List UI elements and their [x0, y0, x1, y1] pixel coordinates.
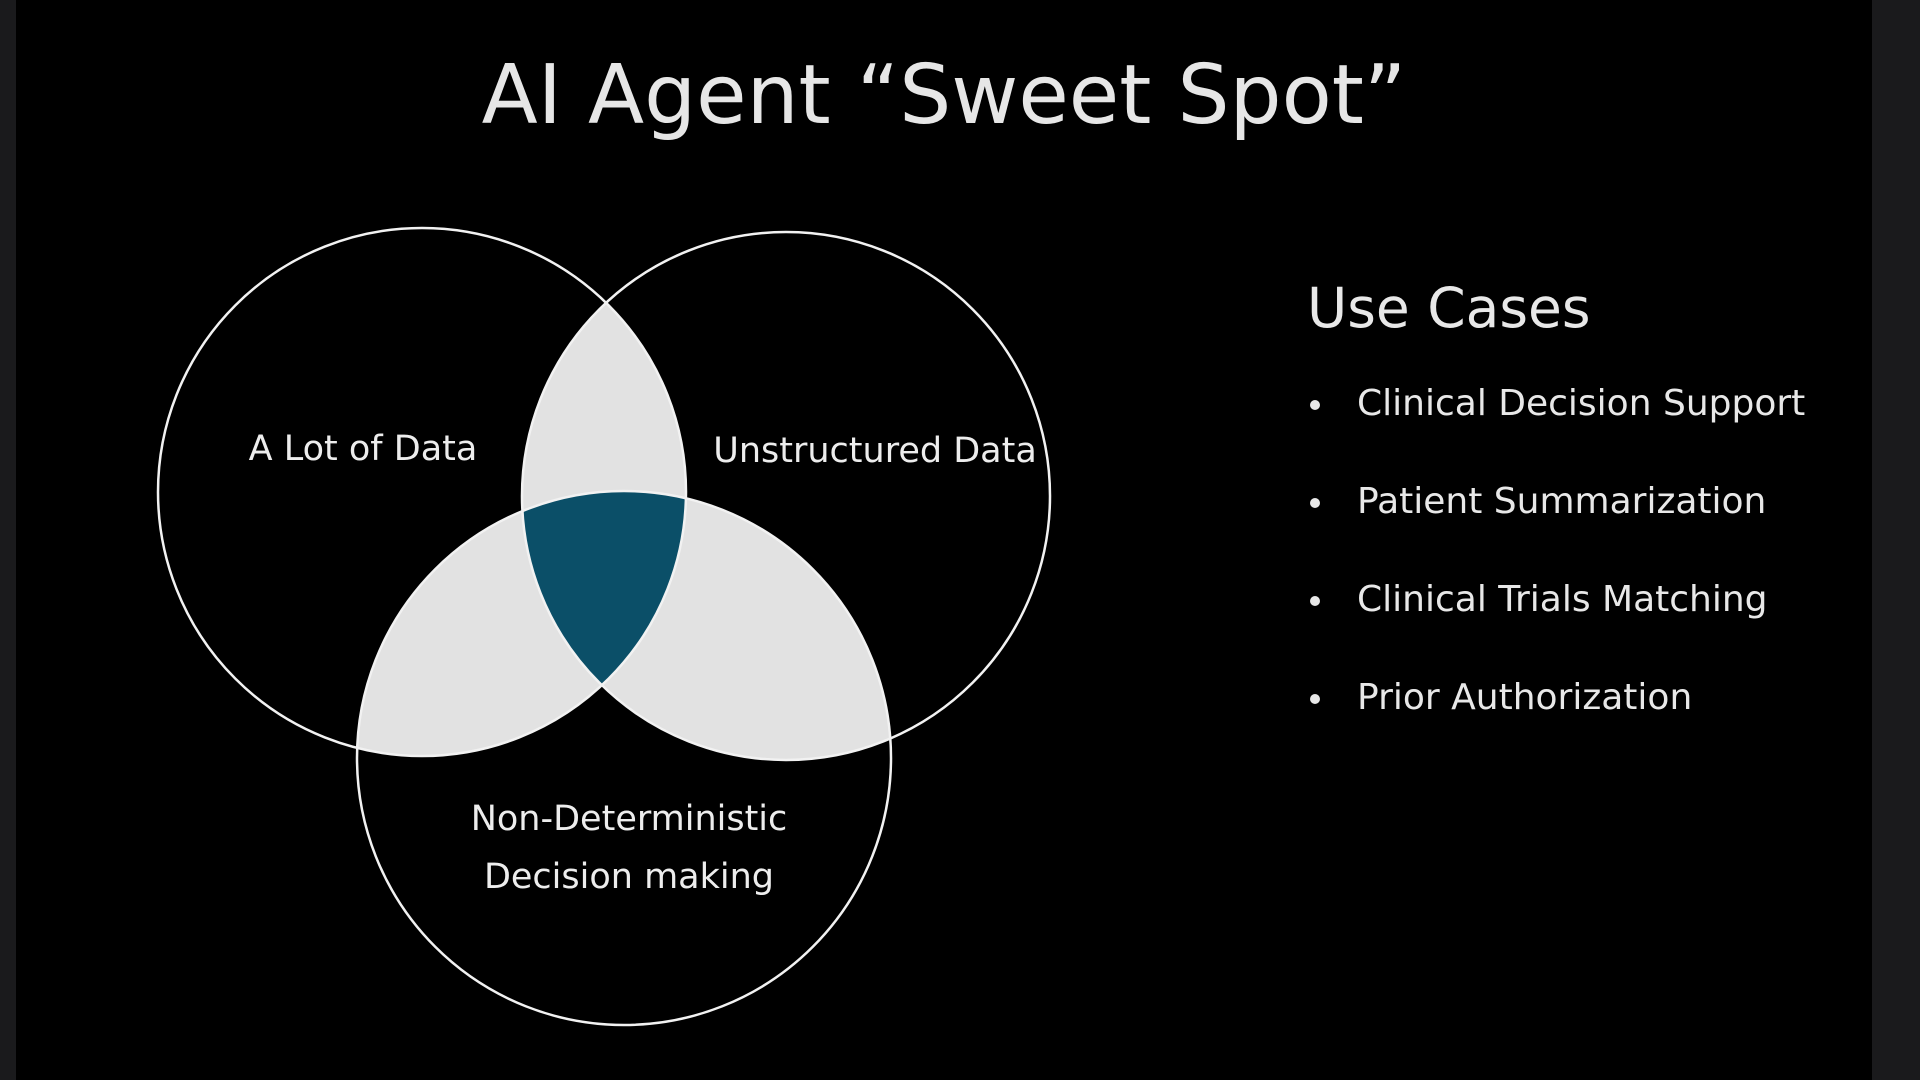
bullet-icon	[1310, 400, 1320, 410]
use-cases-heading: Use Cases	[1307, 276, 1591, 340]
slide: AI Agent “Sweet Spot” A Lot of Data Unst…	[16, 0, 1872, 1080]
list-item: Clinical Decision Support	[1307, 382, 1867, 480]
list-item: Prior Authorization	[1307, 676, 1867, 774]
bullet-icon	[1310, 498, 1320, 508]
overlap-a-c	[357, 491, 686, 756]
venn-diagram: A Lot of Data Unstructured Data Non-Dete…	[156, 226, 1052, 1027]
list-item: Patient Summarization	[1307, 480, 1867, 578]
use-case-label: Clinical Decision Support	[1357, 383, 1806, 424]
venn-circle-b	[520, 230, 1052, 762]
use-case-label: Patient Summarization	[1357, 481, 1767, 522]
bullet-icon	[1310, 694, 1320, 704]
list-item: Clinical Trials Matching	[1307, 578, 1867, 676]
venn-label-c-line2: Decision making	[484, 857, 774, 897]
venn-label-b: Unstructured Data	[713, 431, 1037, 471]
venn-label-c-line1: Non-Deterministic	[471, 799, 788, 839]
venn-label-a: A Lot of Data	[249, 429, 478, 469]
use-case-label: Prior Authorization	[1357, 677, 1693, 718]
venn-circle-a	[156, 226, 688, 758]
slide-title: AI Agent “Sweet Spot”	[481, 48, 1407, 143]
use-case-label: Clinical Trials Matching	[1357, 579, 1768, 620]
use-cases-panel: Use Cases Clinical Decision Support Pati…	[1307, 276, 1867, 774]
bullet-icon	[1310, 596, 1320, 606]
use-cases-list: Clinical Decision Support Patient Summar…	[1307, 382, 1867, 774]
venn-circle-c	[355, 489, 893, 1027]
